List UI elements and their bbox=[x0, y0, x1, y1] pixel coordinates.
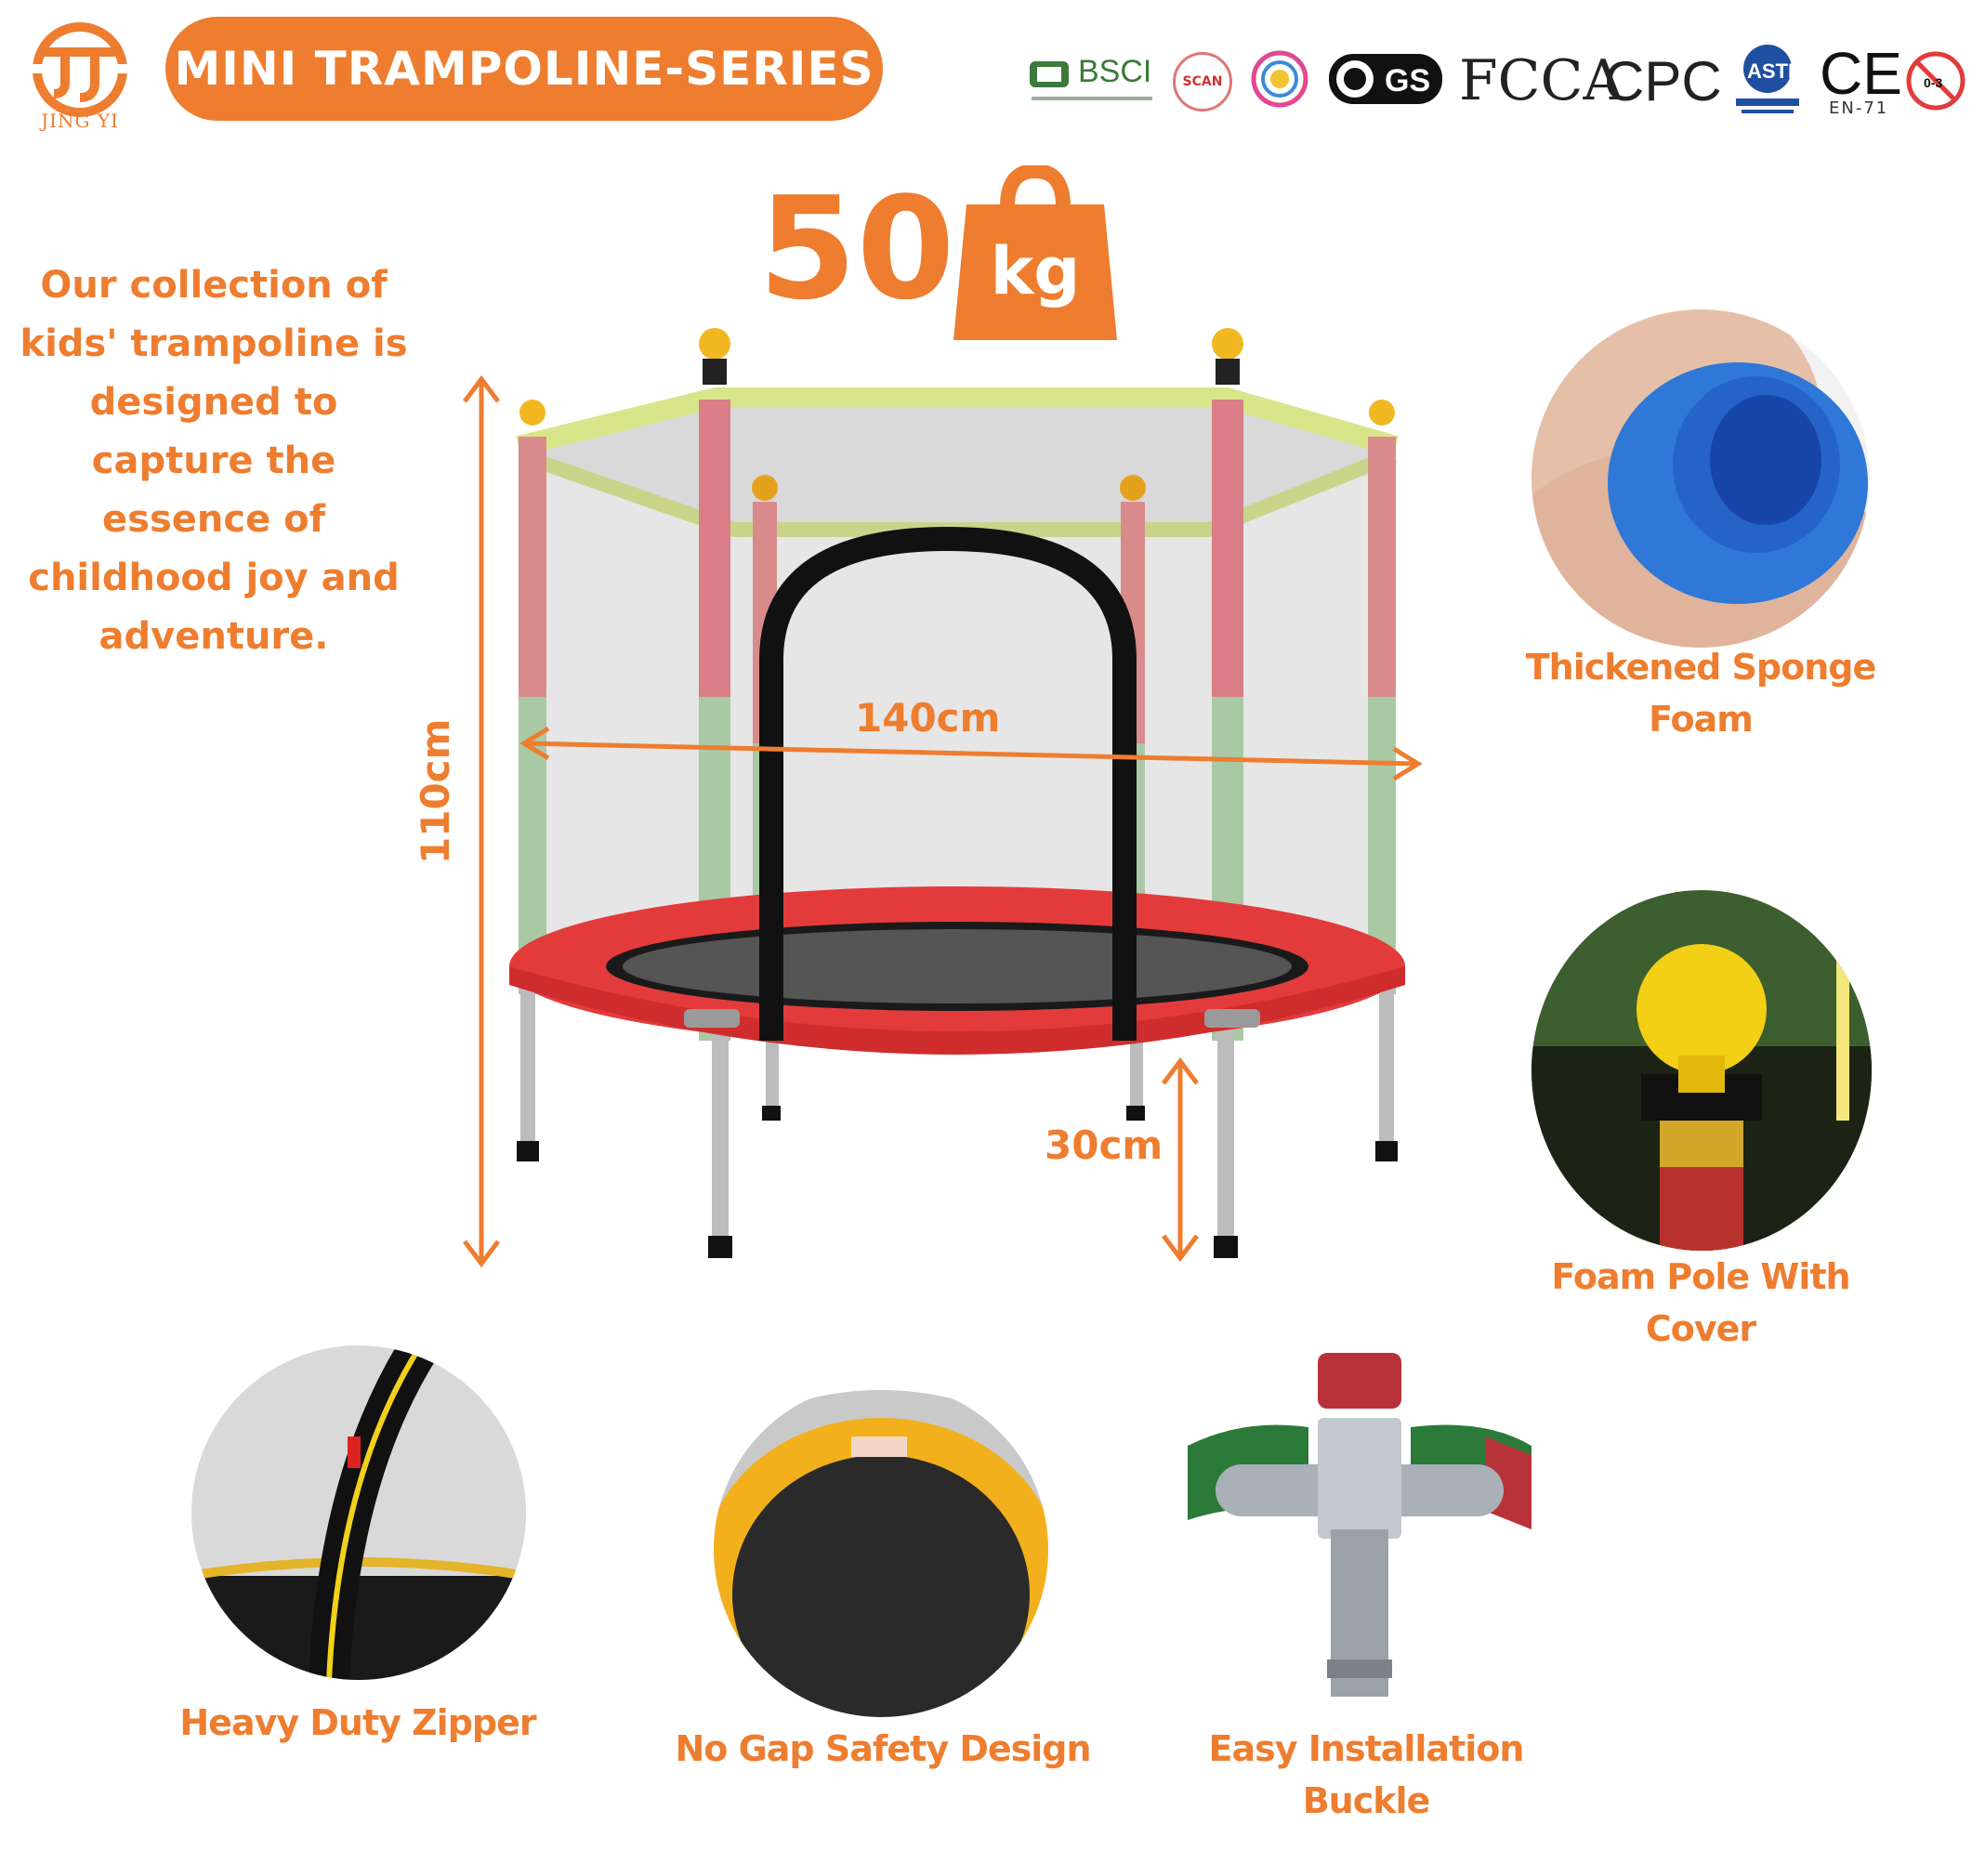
jingyi-logo bbox=[28, 22, 132, 117]
cert-ce: CE bbox=[1820, 40, 1902, 107]
weight-bag-icon: kg bbox=[953, 165, 1117, 340]
leg-height-arrow bbox=[1162, 1057, 1199, 1262]
foam-pole-label: Foam Pole With Cover bbox=[1551, 1256, 1850, 1349]
width-arrow bbox=[520, 727, 1422, 781]
intro-text: Our collection of kids' trampoline is de… bbox=[20, 264, 408, 658]
weight-unit: kg bbox=[991, 233, 1081, 309]
cert-bsci: BSCI bbox=[1078, 53, 1152, 89]
cert-en71: EN-71 bbox=[1829, 98, 1889, 118]
sponge-foam-image bbox=[1531, 309, 1870, 648]
leg-height-label: 30cm bbox=[1045, 1122, 1163, 1168]
cert-fcca: FCCA bbox=[1459, 48, 1623, 113]
cert-scan: SCAN bbox=[1173, 52, 1232, 112]
zipper-image bbox=[191, 1345, 526, 1680]
no-gap-image bbox=[714, 1383, 1048, 1717]
age-warning-icon: 0-3 bbox=[1906, 51, 1965, 111]
sponge-foam-label: Thickened Sponge Foam bbox=[1525, 647, 1877, 740]
weight-value: 50 bbox=[758, 166, 955, 331]
zipper-label: Heavy Duty Zipper bbox=[179, 1702, 536, 1743]
buckle-image bbox=[1188, 1353, 1531, 1697]
height-arrow bbox=[463, 375, 500, 1267]
trampoline-illustration bbox=[509, 328, 1405, 1258]
isti-icon bbox=[1251, 50, 1308, 108]
astm-icon: ASTM bbox=[1736, 45, 1803, 113]
buckle-label: Easy Installation Buckle bbox=[1208, 1728, 1525, 1821]
height-label: 110cm bbox=[413, 718, 458, 864]
logo-text: JING YI bbox=[41, 110, 119, 132]
bsci-icon bbox=[1030, 61, 1069, 87]
no-gap-label: No Gap Safety Design bbox=[675, 1728, 1091, 1769]
svg-text:ASTM: ASTM bbox=[1747, 59, 1803, 83]
foam-pole-image bbox=[1531, 890, 1872, 1251]
age-warning-text: 0-3 bbox=[1924, 75, 1942, 90]
svg-text:GS: GS bbox=[1385, 63, 1430, 98]
tuv-gs-icon: GS bbox=[1329, 54, 1442, 104]
bsci-subtext-line bbox=[1032, 97, 1152, 100]
series-title: MINI TRAMPOLINE-SERIES bbox=[165, 17, 883, 121]
cert-cpc: CPC bbox=[1604, 49, 1722, 112]
width-label: 140cm bbox=[855, 695, 1001, 741]
